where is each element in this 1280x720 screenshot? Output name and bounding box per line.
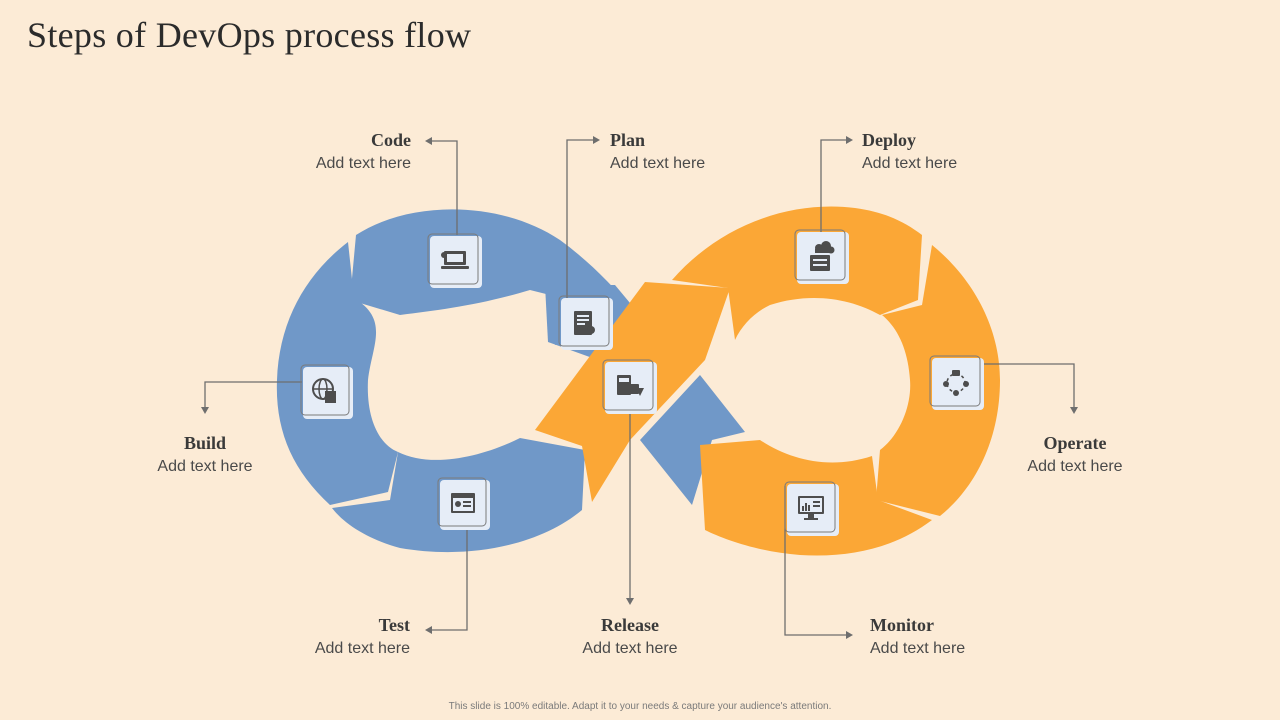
step-text: Add text here — [870, 640, 966, 657]
monitor-chart-icon — [798, 496, 824, 520]
arrowhead-plan — [593, 136, 600, 144]
step-text: Add text here — [582, 640, 678, 657]
arrowhead-test — [425, 626, 432, 634]
cloud-server-icon — [810, 241, 835, 271]
connector-code — [427, 140, 458, 235]
calculator-release-icon — [617, 375, 644, 396]
browser-test-icon — [451, 493, 475, 513]
step-text: Add text here — [315, 155, 411, 172]
footer-note: This slide is 100% editable. Adapt it to… — [448, 701, 832, 712]
connector-deploy — [820, 139, 851, 232]
step-label-build: Build Add text here — [105, 432, 305, 478]
tile-build — [300, 364, 353, 419]
laptop-code-icon — [441, 251, 469, 269]
connector-monitor — [784, 486, 851, 636]
tile-test — [437, 477, 490, 530]
page-title: Steps of DevOps process flow — [27, 15, 472, 55]
step-text: Add text here — [610, 155, 706, 172]
step-label-code: Code Add text here — [211, 129, 411, 175]
tile-code — [427, 233, 482, 288]
step-title: Operate — [1043, 433, 1107, 453]
connector-build — [204, 381, 302, 412]
connector-operate — [980, 363, 1075, 412]
document-plan-icon — [574, 311, 595, 335]
connector-lines — [201, 136, 1078, 639]
tile-release — [602, 359, 657, 414]
step-title: Monitor — [870, 615, 934, 635]
connector-test — [427, 528, 468, 631]
arrowhead-monitor — [846, 631, 853, 639]
step-label-test: Test Add text here — [210, 614, 410, 660]
tile-operate — [929, 355, 984, 410]
network-operate-icon — [943, 370, 969, 396]
step-label-plan: Plan Add text here — [610, 129, 810, 175]
step-text: Add text here — [314, 640, 410, 657]
tile-deploy — [794, 229, 849, 284]
arrowhead-deploy — [846, 136, 853, 144]
step-title: Code — [371, 130, 411, 150]
step-title: Build — [183, 433, 227, 453]
step-title: Plan — [610, 130, 646, 150]
step-title: Release — [601, 615, 659, 635]
blue-segment-crossing — [640, 375, 745, 505]
step-title: Deploy — [862, 130, 916, 150]
tile-monitor — [784, 481, 839, 536]
step-title: Test — [378, 615, 410, 635]
step-label-deploy: Deploy Add text here — [862, 129, 1062, 175]
step-label-monitor: Monitor Add text here — [870, 614, 1070, 660]
step-text: Add text here — [862, 155, 958, 172]
step-text: Add text here — [1027, 458, 1123, 475]
step-text: Add text here — [157, 458, 253, 475]
arrowhead-code — [425, 137, 432, 145]
arrowhead-operate — [1070, 407, 1078, 414]
arrowhead-build — [201, 407, 209, 414]
globe-building-icon — [312, 378, 336, 403]
tile-plan — [558, 295, 613, 350]
step-label-operate: Operate Add text here — [975, 432, 1175, 478]
connector-plan — [566, 139, 598, 300]
step-label-release: Release Add text here — [530, 614, 730, 660]
arrowhead-release — [626, 598, 634, 605]
